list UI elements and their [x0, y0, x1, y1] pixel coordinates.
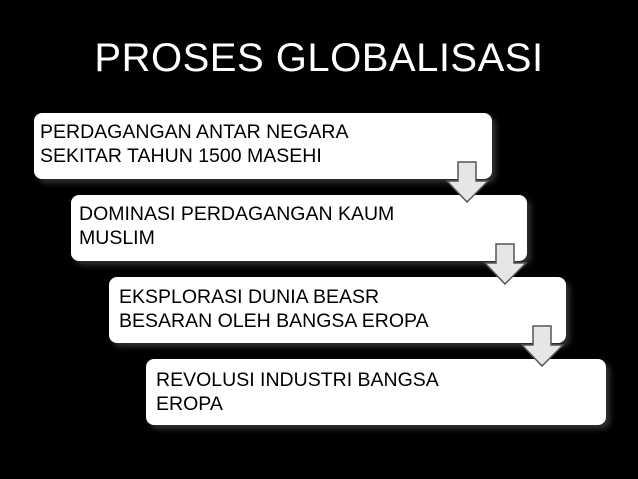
down-arrow-icon: [521, 325, 565, 367]
down-arrow-icon: [446, 161, 490, 203]
process-step-4: REVOLUSI INDUSTRI BANGSA EROPA: [146, 359, 606, 425]
process-step-1-text: PERDAGANGAN ANTAR NEGARA SEKITAR TAHUN 1…: [40, 121, 349, 167]
process-step-4-text: REVOLUSI INDUSTRI BANGSA EROPA: [156, 369, 439, 415]
page-title: PROSES GLOBALISASI: [94, 36, 544, 80]
down-arrow-icon: [484, 243, 528, 285]
process-step-3-text: EKSPLORASI DUNIA BEASR BESARAN OLEH BANG…: [119, 286, 429, 332]
process-step-2: DOMINASI PERDAGANGAN KAUM MUSLIM: [71, 195, 527, 261]
process-step-1: PERDAGANGAN ANTAR NEGARA SEKITAR TAHUN 1…: [34, 113, 492, 179]
process-step-2-text: DOMINASI PERDAGANGAN KAUM MUSLIM: [79, 203, 395, 249]
process-step-3: EKSPLORASI DUNIA BEASR BESARAN OLEH BANG…: [109, 277, 566, 343]
